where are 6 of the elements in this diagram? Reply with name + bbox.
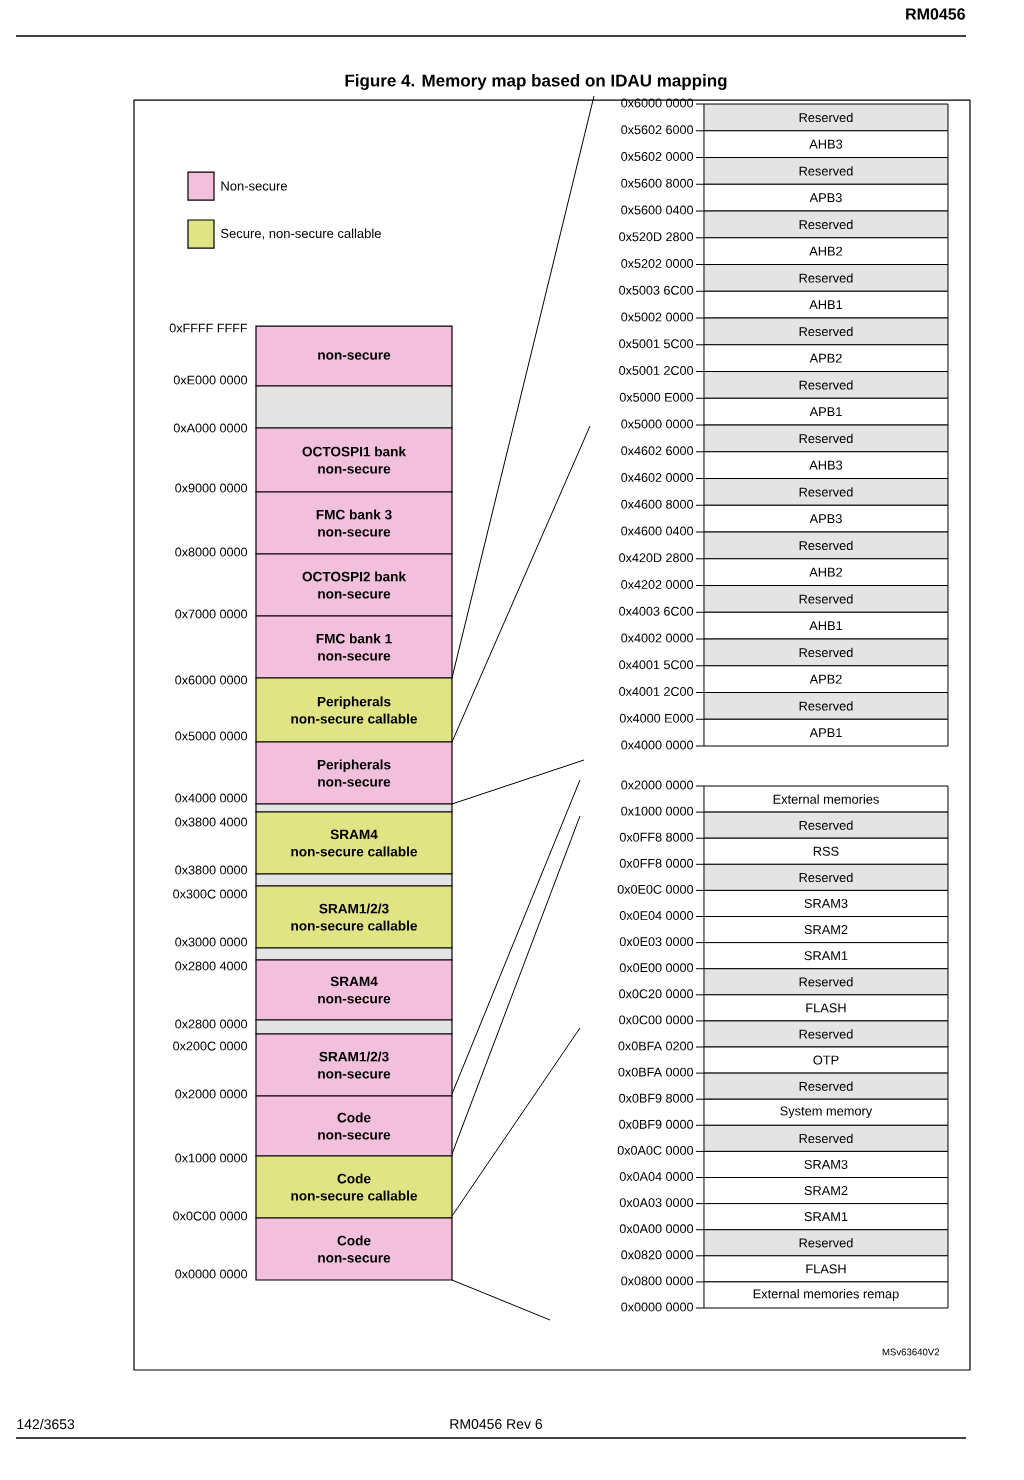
figure-title: Figure 4. Memory map based on IDAU mapping <box>345 74 727 90</box>
reserved-gap-box <box>255 947 453 961</box>
reserved-gap-box <box>255 385 453 429</box>
reserved-gap-box <box>255 873 453 887</box>
reserved-gap-box <box>255 1019 453 1035</box>
header-label: RM0456 <box>906 8 965 20</box>
